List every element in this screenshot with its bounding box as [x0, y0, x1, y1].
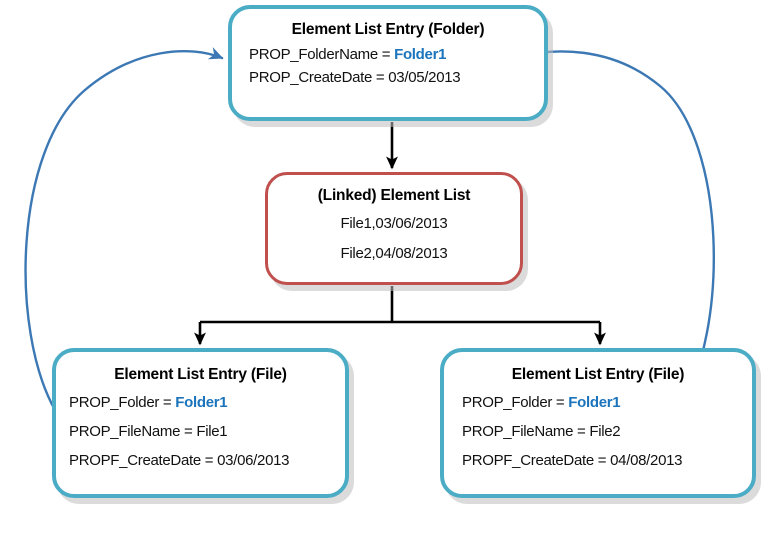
- property-file1-create-date: PROPF_CreateDate = 03/06/2013: [69, 446, 345, 475]
- node-linked-element-list[interactable]: (Linked) Element List File1,03/06/2013 F…: [265, 172, 523, 285]
- property-file1-file-name: PROP_FileName = File1: [69, 417, 345, 446]
- property-file1-create-date-label: PROPF_CreateDate = 03/06/2013: [69, 452, 290, 469]
- list-item: File2,04/08/2013: [268, 239, 520, 269]
- property-file2-create-date-label: PROPF_CreateDate = 04/08/2013: [462, 452, 683, 469]
- node-linked-list-title: (Linked) Element List: [317, 187, 471, 204]
- node-linked-list-entries: File1,03/06/2013 File2,04/08/2013: [268, 209, 520, 269]
- node-folder-title: Element List Entry (Folder): [291, 21, 485, 38]
- connector-file1-to-folder: [24, 47, 224, 412]
- property-folder-name-label: PROP_FolderName =: [249, 46, 395, 63]
- property-folder-create-date: PROP_CreateDate = 03/05/2013: [249, 66, 544, 89]
- property-folder-name: PROP_FolderName = Folder1: [249, 43, 544, 66]
- node-file1-properties: PROP_Folder = Folder1 PROP_FileName = Fi…: [56, 388, 345, 475]
- property-file2-folder: PROP_Folder = Folder1: [462, 388, 752, 417]
- node-folder-properties: PROP_FolderName = Folder1 PROP_CreateDat…: [232, 43, 544, 89]
- property-file2-create-date: PROPF_CreateDate = 04/08/2013: [462, 446, 752, 475]
- property-folder-name-value: Folder1: [394, 46, 447, 63]
- node-element-list-entry-file1[interactable]: Element List Entry (File) PROP_Folder = …: [52, 348, 349, 498]
- node-file1-title: Element List Entry (File): [114, 366, 287, 383]
- list-item: File1,03/06/2013: [268, 209, 520, 239]
- property-file2-folder-label: PROP_Folder =: [462, 394, 569, 411]
- property-file1-folder-value: Folder1: [175, 394, 228, 411]
- connector-file2-to-folder: [510, 48, 715, 412]
- property-file1-folder: PROP_Folder = Folder1: [69, 388, 345, 417]
- node-file2-title: Element List Entry (File): [511, 366, 685, 383]
- property-file2-file-name-label: PROP_FileName = File2: [462, 423, 621, 440]
- property-folder-create-date-label: PROP_CreateDate = 03/05/2013: [249, 69, 461, 86]
- connector-linked-list-fork: [194, 286, 606, 346]
- list-item-label: File1,03/06/2013: [340, 215, 448, 232]
- list-item-label: File2,04/08/2013: [340, 245, 448, 262]
- node-element-list-entry-folder[interactable]: Element List Entry (Folder) PROP_FolderN…: [228, 5, 548, 121]
- property-file1-folder-label: PROP_Folder =: [69, 394, 176, 411]
- node-file2-properties: PROP_Folder = Folder1 PROP_FileName = Fi…: [444, 388, 752, 475]
- property-file2-file-name: PROP_FileName = File2: [462, 417, 752, 446]
- node-element-list-entry-file2[interactable]: Element List Entry (File) PROP_Folder = …: [440, 348, 756, 498]
- property-file2-folder-value: Folder1: [568, 394, 621, 411]
- property-file1-file-name-label: PROP_FileName = File1: [69, 423, 228, 440]
